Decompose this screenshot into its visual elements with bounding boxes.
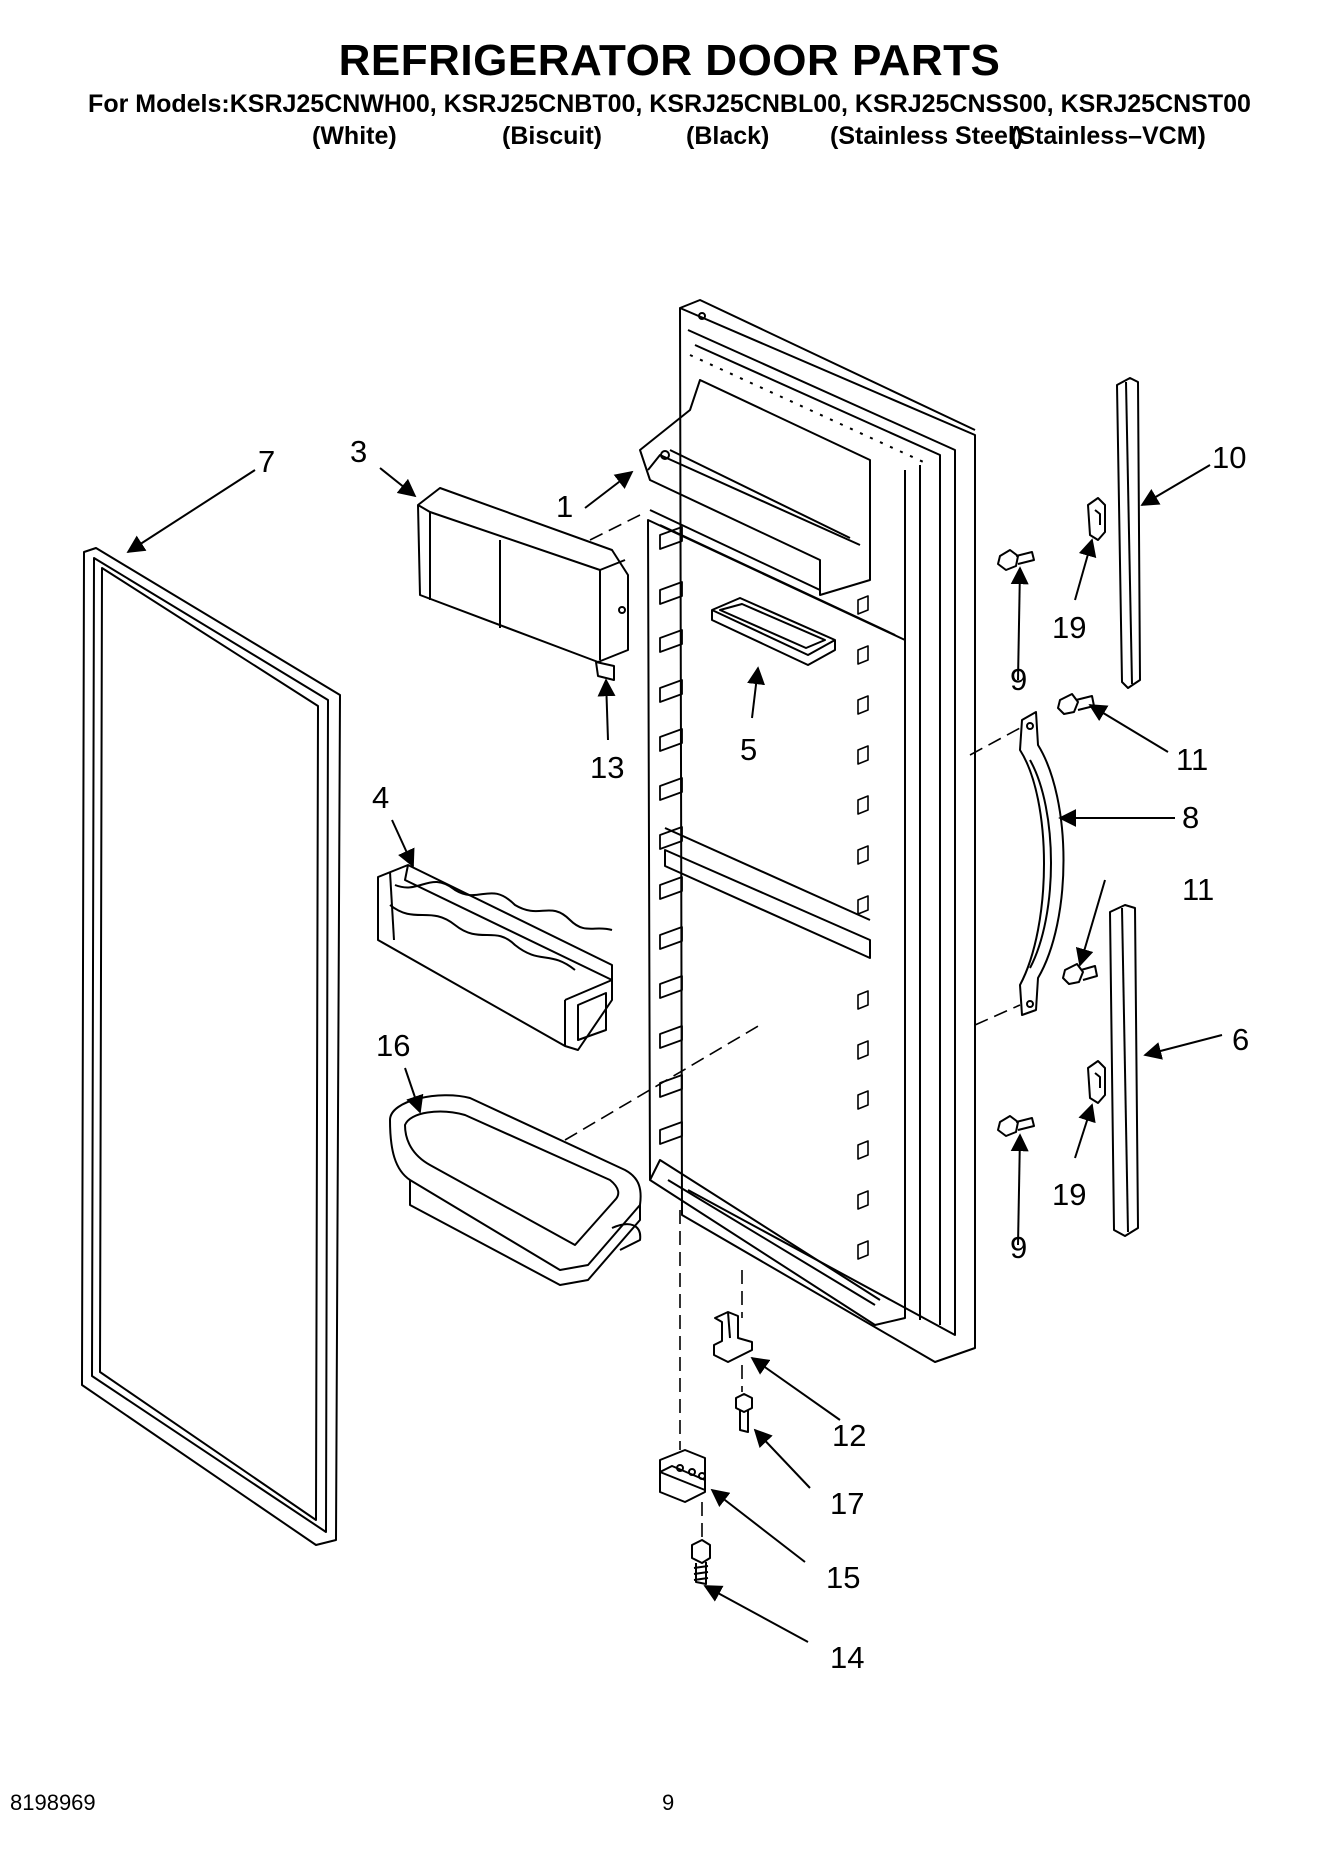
variant-black: (Black) [686,122,770,150]
hinge-screw [735,1393,753,1433]
handle-screw-upper [1057,693,1095,715]
egg-bin [377,864,613,1051]
callout-3: 3 [350,434,367,469]
dairy-door-shaft [595,661,615,681]
trim-clip-upper [1087,497,1106,541]
callout-10: 10 [1212,440,1246,475]
callout-9-lower: 9 [1010,1230,1027,1265]
variant-stainless-steel: (Stainless Steel) [830,122,1024,150]
callout-19-lower: 19 [1052,1177,1086,1212]
bottom-hinge [659,1449,706,1503]
callout-4: 4 [372,780,389,815]
upper-trim [1116,377,1141,689]
door-bin [389,1094,642,1286]
callout-7: 7 [258,444,275,479]
callout-17: 17 [830,1486,864,1521]
handle-screw-lower [1062,963,1098,985]
page-title: REFRIGERATOR DOOR PARTS [338,36,1001,85]
doc-number: 8198969 [10,1790,96,1815]
callout-12: 12 [832,1418,866,1453]
callout-11-lower: 11 [1182,872,1214,907]
leader-arrows [126,464,1223,1643]
small-tray [711,597,836,666]
callout-6: 6 [1232,1022,1249,1057]
variant-white: (White) [312,122,397,150]
callout-5: 5 [740,732,757,767]
callout-16: 16 [376,1028,410,1063]
variant-stainless-vcm: (Stainless–VCM) [1010,122,1206,150]
screw-upper [997,549,1035,571]
callout-14: 14 [830,1640,864,1675]
door-handle [1019,711,1065,1016]
callout-11-upper: 11 [1176,742,1208,777]
page-number: 9 [662,1790,675,1815]
hinge-bolt [691,1539,711,1585]
callout-1: 1 [556,489,573,524]
callout-9-upper: 9 [1010,662,1027,697]
callout-8: 8 [1182,800,1199,835]
callout-15: 15 [826,1560,860,1595]
hinge-pin [713,1311,753,1363]
trim-clip-lower [1087,1060,1106,1104]
refrigerator-door [639,299,976,1363]
door-gasket [81,547,341,1546]
callout-13: 13 [590,750,624,785]
models-line: For Models:KSRJ25CNWH00, KSRJ25CNBT00, K… [88,90,1251,118]
lower-trim [1109,904,1139,1237]
dairy-door [417,487,629,663]
variant-biscuit: (Biscuit) [502,122,602,150]
screw-lower [997,1115,1035,1137]
callout-19-upper: 19 [1052,610,1086,645]
